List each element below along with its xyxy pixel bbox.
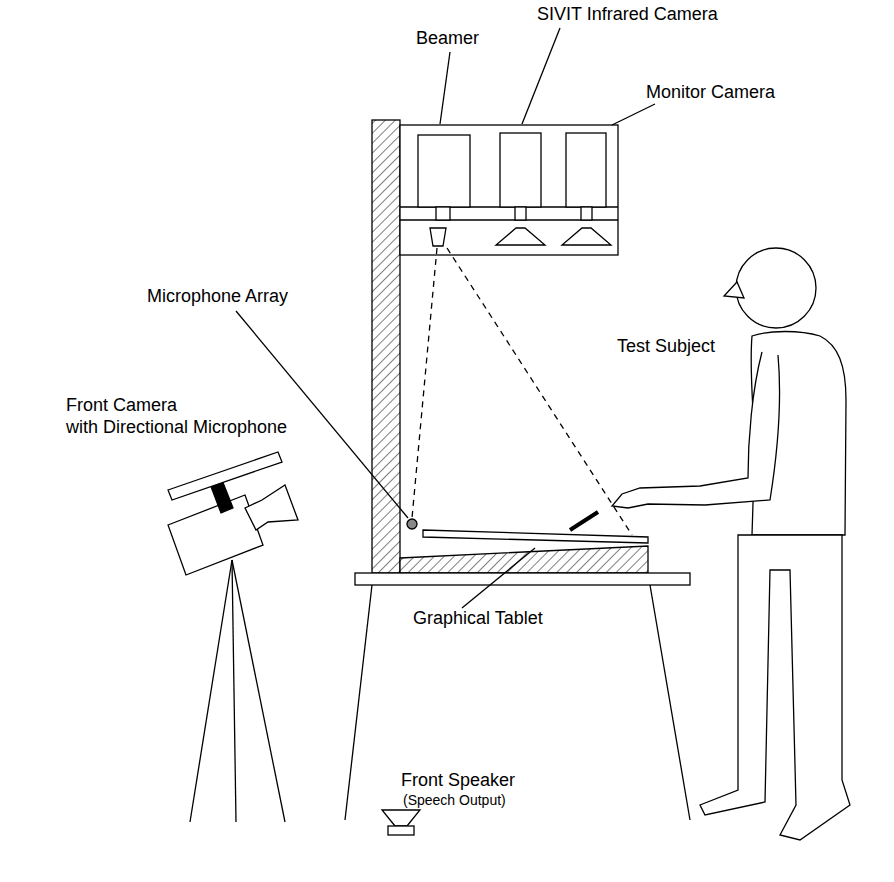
monitor-camera: [566, 133, 606, 207]
leader-line: [522, 28, 560, 124]
wall: [372, 120, 400, 573]
speaker-note: (Speech Output): [403, 792, 506, 809]
table-top: [355, 573, 690, 585]
beamer: [418, 135, 470, 207]
beamer-label: Beamer: [416, 28, 479, 50]
speaker: [382, 810, 420, 826]
directional-microphone: [168, 452, 282, 500]
leader-line: [236, 311, 408, 518]
tablet-label: Graphical Tablet: [413, 608, 543, 630]
subject-head: [736, 248, 816, 328]
speaker-label: Front Speaker: [401, 770, 515, 792]
infrared-camera: [500, 133, 541, 207]
graphical-tablet: [423, 530, 648, 543]
microphone-label: Microphone Array: [147, 286, 288, 308]
camera-label: Front Camera with Directional Microphone: [66, 395, 287, 438]
leader-line: [440, 52, 450, 124]
housing: [400, 125, 618, 255]
tablet-base: [400, 546, 648, 573]
leader-line: [612, 104, 655, 125]
subject-arm: [612, 352, 780, 508]
subject-label: Test Subject: [617, 336, 715, 358]
camera-label: Monitor Camera: [646, 82, 775, 104]
subject-legs: [700, 535, 850, 840]
camera-label: SIVIT Infrared Camera: [537, 4, 718, 26]
leader-line: [462, 548, 535, 608]
microphone: [407, 519, 417, 529]
